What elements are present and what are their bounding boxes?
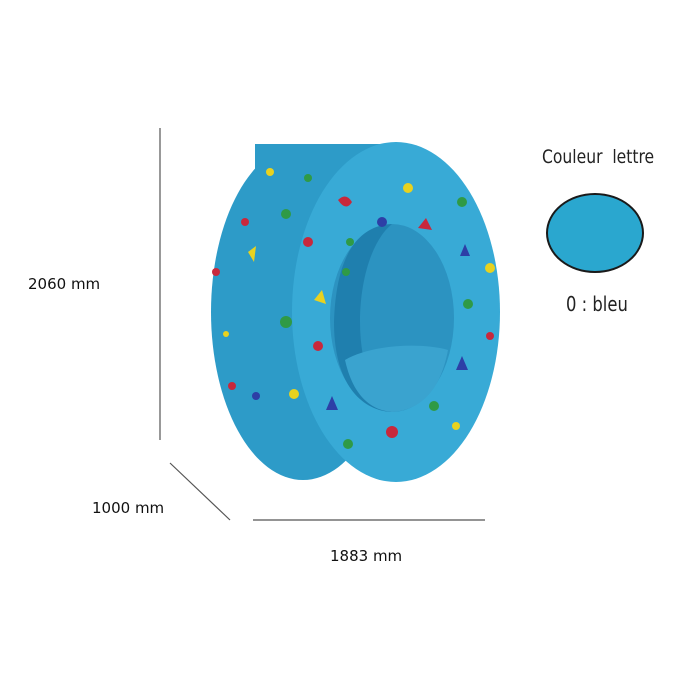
climbing-hold [228, 382, 236, 390]
climbing-hold [403, 183, 413, 193]
width-label: 1883 mm [330, 547, 403, 565]
climbing-hold [314, 290, 326, 304]
climbing-hold [418, 218, 432, 230]
climbing-hold [377, 217, 387, 227]
depth-label: 1000 mm [92, 499, 165, 517]
climbing-hold [281, 209, 291, 219]
climbing-hold [303, 237, 313, 247]
climbing-hold [452, 422, 460, 430]
climbing-hold [280, 316, 292, 328]
climbing-hold [223, 331, 229, 337]
climbing-hold [252, 392, 260, 400]
climbing-hold [266, 168, 274, 176]
color-swatch [546, 193, 644, 273]
climbing-hold [338, 196, 352, 207]
climbing-hold [429, 401, 439, 411]
height-label: 2060 mm [28, 275, 101, 293]
climbing-hold [346, 238, 354, 246]
climbing-hold [241, 218, 249, 226]
climbing-hold [485, 263, 495, 273]
depth-dimension-line [169, 462, 231, 521]
climbing-hold [486, 332, 494, 340]
climbing-hold [342, 268, 350, 276]
climbing-hold [386, 426, 398, 438]
climbing-hold [343, 439, 353, 449]
climbing-hold [212, 268, 220, 276]
front-climbing-holds [289, 174, 495, 449]
climbing-hold [456, 356, 468, 370]
climbing-hold [463, 299, 473, 309]
climbing-hold [460, 244, 470, 256]
climbing-hold [326, 396, 338, 410]
climbing-hold [289, 389, 299, 399]
climbing-hold [304, 174, 312, 182]
climbing-hold [313, 341, 323, 351]
color-legend-title: Couleur lettre [542, 146, 655, 168]
color-legend-value: 0 : bleu [566, 292, 628, 316]
climbing-hold [248, 246, 256, 262]
side-climbing-holds [212, 168, 292, 400]
climbing-hold [457, 197, 467, 207]
tunnel-floor [345, 345, 448, 412]
